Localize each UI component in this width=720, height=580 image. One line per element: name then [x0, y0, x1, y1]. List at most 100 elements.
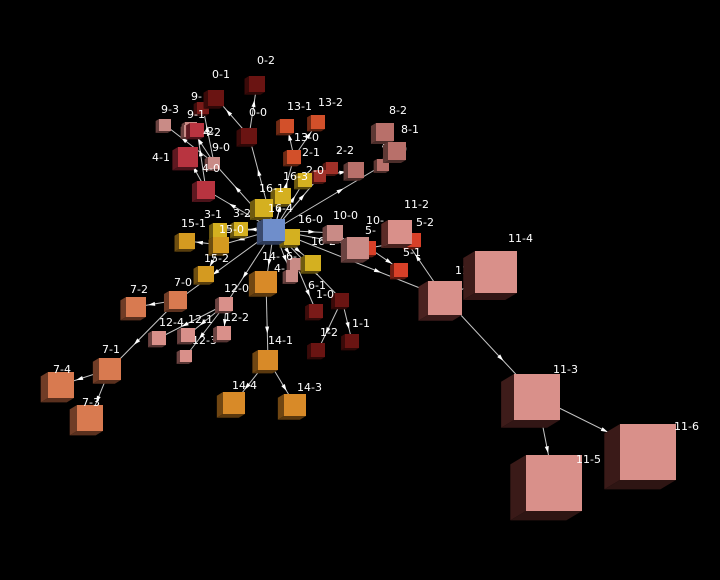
graph-node-12-2[interactable]	[213, 326, 231, 343]
graph-node-5-1[interactable]	[390, 263, 408, 280]
graph-node-16-1[interactable]	[270, 188, 291, 207]
graph-node-8-2[interactable]	[370, 123, 394, 145]
graph-node-7-3[interactable]	[69, 405, 103, 436]
graph-node-14-3[interactable]	[277, 394, 306, 420]
cube-bottom-face	[270, 204, 291, 207]
graph-node-1-0[interactable]	[331, 293, 349, 310]
edge-arrow-15-0-to-15-2	[209, 259, 215, 267]
cube-bottom-face	[252, 370, 278, 374]
graph-node-14-1[interactable]	[252, 350, 278, 374]
graph-node-16-2[interactable]	[300, 255, 321, 274]
graph-node-12-0[interactable]	[215, 297, 233, 314]
graph-node-10-0[interactable]	[322, 225, 343, 244]
node-label-7-2: 7-2	[130, 283, 148, 296]
node-label-12-3: 12-3	[192, 334, 217, 347]
node-label-10-: 10-	[366, 214, 384, 227]
cube-bottom-face	[331, 307, 349, 310]
node-label-14-3: 14-3	[297, 381, 322, 394]
graph-node-13-2[interactable]	[307, 115, 325, 132]
cube-front-face	[249, 76, 265, 92]
cube-side-face	[252, 350, 258, 374]
cube-side-face	[216, 392, 223, 418]
graph-node-2-2[interactable]	[343, 162, 364, 181]
cube-front-face	[298, 173, 312, 187]
graph-node-7-2[interactable]	[120, 297, 146, 321]
graph-node-0-2[interactable]	[244, 76, 265, 95]
graph-node-6-1[interactable]	[305, 304, 323, 321]
graph-node-14-[interactable]	[248, 271, 277, 297]
cube-bottom-face	[148, 345, 166, 348]
graph-node-12-3[interactable]	[176, 350, 192, 365]
node-label-16-0: 16-0	[298, 213, 323, 226]
graph-node-4-0[interactable]	[191, 181, 215, 203]
graph-node-15-0[interactable]	[208, 237, 229, 256]
graph-node-4-[interactable]	[282, 270, 298, 285]
cube-bottom-face	[305, 318, 323, 321]
graph-node-0-1[interactable]	[203, 90, 224, 109]
edge-arrow-9-0-to-9-	[205, 125, 210, 133]
cube-front-face	[326, 162, 338, 174]
cube-side-face	[277, 394, 284, 420]
graph-node-10-[interactable]	[340, 237, 369, 263]
cube-bottom-face	[373, 171, 389, 174]
graph-node-1-2[interactable]	[307, 343, 325, 360]
graph-node-11-4[interactable]	[463, 251, 517, 301]
cube-bottom-face	[120, 317, 146, 321]
graph-node-11-[interactable]	[418, 281, 462, 321]
graph-node-15-2[interactable]	[193, 266, 214, 285]
graph-node-3-2[interactable]	[230, 222, 248, 239]
cube-bottom-face	[92, 380, 121, 384]
graph-node-7-0[interactable]	[163, 291, 187, 313]
cube-bottom-face	[174, 249, 195, 252]
graph-node-12-1[interactable]	[177, 328, 195, 345]
edge-arrow-root-to-16-2	[294, 246, 302, 253]
cube-bottom-face	[213, 340, 231, 343]
cube-front-face	[255, 271, 277, 293]
cube-side-face	[209, 223, 213, 240]
graph-node-14-4[interactable]	[216, 392, 245, 418]
cube-side-face	[172, 147, 178, 171]
cube-side-face	[176, 350, 180, 365]
cube-side-face	[249, 199, 255, 221]
cube-side-face	[331, 293, 335, 310]
node-label-7-4: 7-4	[53, 363, 71, 376]
cube-front-face	[219, 297, 233, 311]
graph-node-root[interactable]	[256, 219, 285, 245]
graph-node-15-1[interactable]	[174, 233, 195, 252]
node-label-4-0: 4-0	[202, 162, 220, 175]
graph-node-4-1[interactable]	[172, 147, 198, 171]
graph-node-13-0[interactable]	[283, 150, 301, 167]
graph-node-9-0[interactable]	[204, 157, 220, 172]
cube-side-face	[193, 266, 198, 285]
graph-node-0-0[interactable]	[236, 128, 257, 147]
graph-node-11-2[interactable]	[381, 220, 412, 249]
graph-node-7-4[interactable]	[40, 372, 74, 403]
graph-node-8-1[interactable]	[382, 142, 406, 164]
node-label-14-: 14-	[262, 250, 280, 263]
cube-front-face	[179, 233, 195, 249]
cube-side-face	[604, 424, 620, 490]
cube-front-face	[213, 237, 229, 253]
node-label-6-: 6-	[286, 250, 297, 263]
node-label-5-2: 5-2	[416, 216, 434, 229]
graph-node-4-2[interactable]	[186, 123, 204, 140]
graph-node-12-4[interactable]	[148, 331, 166, 348]
node-label-9-: 9-	[191, 90, 202, 103]
graph-node-11-5[interactable]	[510, 455, 582, 521]
edge-arrow-1-0-to-1-2	[325, 327, 331, 335]
cube-side-face	[208, 237, 213, 256]
graph-node-7-1[interactable]	[92, 358, 121, 384]
cube-bottom-face	[307, 357, 325, 360]
graph-node-13-1[interactable]	[276, 119, 294, 136]
graph-node-9-3[interactable]	[155, 119, 171, 134]
cube-side-face	[390, 263, 394, 280]
cube-front-face	[255, 199, 273, 217]
cube-side-face	[177, 328, 181, 345]
edge-arrow-1-0-to-1-1	[345, 321, 350, 330]
graph-node-11-6[interactable]	[604, 424, 676, 490]
cube-front-face	[284, 394, 306, 416]
graph-node-16-3[interactable]	[294, 173, 312, 190]
graph-node-11-3[interactable]	[501, 374, 560, 428]
graph-node-1-1[interactable]	[341, 334, 359, 351]
